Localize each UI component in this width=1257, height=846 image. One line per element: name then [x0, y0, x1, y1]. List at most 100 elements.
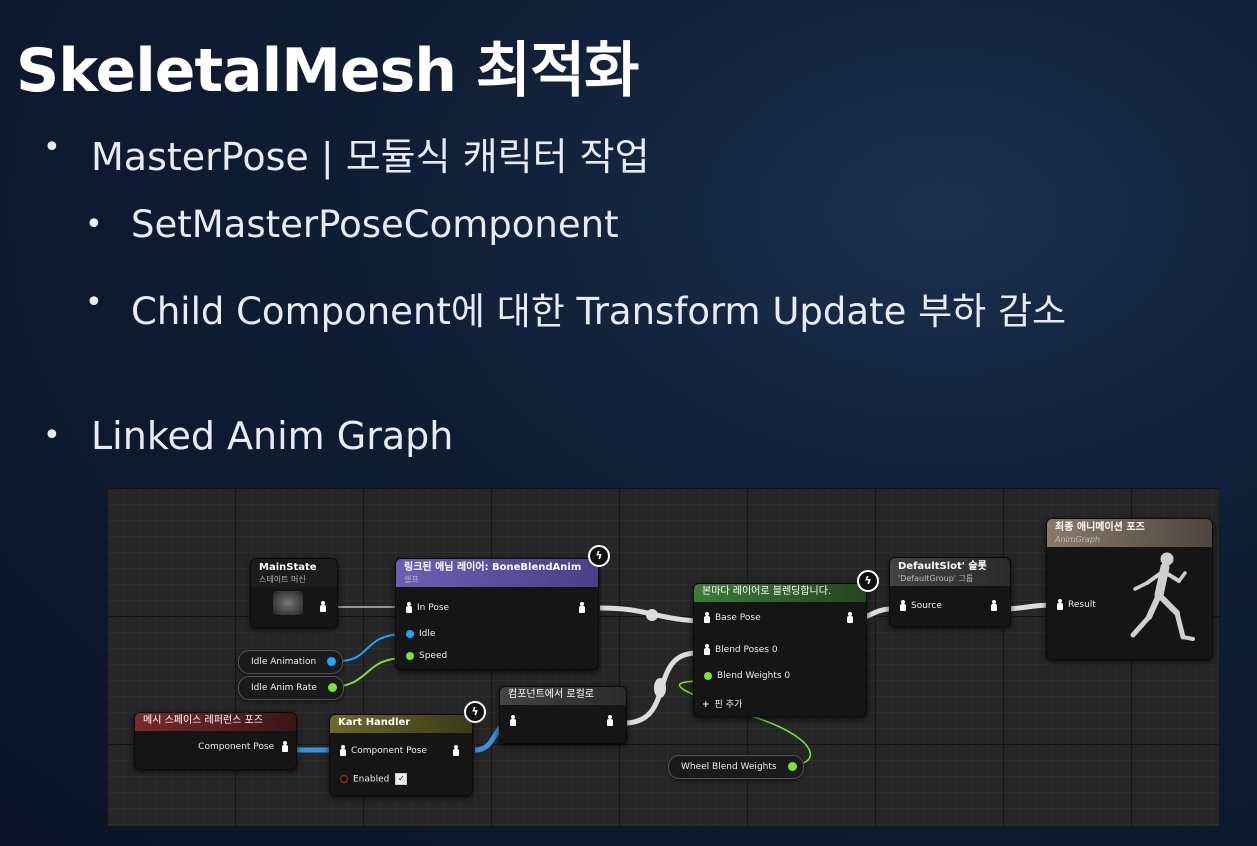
wire-wheel-blend: [679, 680, 812, 767]
pose-out-pin[interactable]: [847, 612, 858, 623]
blend-poses-pin[interactable]: Blend Poses 0: [704, 644, 778, 655]
object-pin-icon: [327, 657, 337, 666]
out-pose-pin[interactable]: [579, 602, 590, 613]
pose-icon: [1057, 599, 1063, 610]
component-to-local-node[interactable]: 컴포넌트에서 로컬로: [499, 686, 627, 744]
in-pose-pin[interactable]: In Pose: [406, 602, 449, 613]
pin-label: Blend Weights 0: [717, 671, 791, 681]
pose-icon: [991, 600, 997, 611]
wire-knot: [654, 678, 666, 698]
bullet-linked-anim-graph: • Linked Anim Graph: [43, 414, 454, 458]
default-slot-header: DefaultSlot' 슬롯 'DefaultGroup' 그룹: [890, 558, 1010, 586]
float-pin-icon: [704, 671, 712, 680]
default-slot-title: DefaultSlot' 슬롯: [898, 561, 987, 572]
pin-label: In Pose: [417, 603, 450, 613]
pin-label: Blend Poses 0: [715, 645, 778, 655]
pose-icon: [453, 745, 459, 756]
pose-icon: [579, 602, 585, 613]
layered-blend-title: 본마다 레이어로 블렌딩합니다.: [702, 586, 832, 597]
linked-layer-subtitle: 셀프: [404, 575, 419, 584]
bullet-text: Linked Anim Graph: [91, 414, 454, 458]
final-pose-subtitle: AnimGraph: [1055, 535, 1101, 544]
bullet-text: SetMasterPoseComponent: [131, 203, 619, 246]
wire-idle-animation: [338, 633, 406, 662]
kart-handler-title: Kart Handler: [338, 717, 411, 728]
enabled-checkbox[interactable]: ✓: [395, 773, 408, 785]
anim-graph-screenshot: MainState 스테이트 머신 링크된 애님 레이어: BoneBlendA…: [107, 488, 1219, 826]
pose-icon: [607, 715, 613, 726]
add-pin-button[interactable]: +핀 추가: [702, 697, 742, 710]
component-pose-in-pin[interactable]: [510, 715, 521, 726]
output-pose-pin[interactable]: [320, 601, 331, 612]
pose-icon: [282, 741, 288, 752]
speed-pin[interactable]: Speed: [406, 651, 447, 661]
bullet-set-master-pose: • SetMasterPoseComponent: [85, 203, 619, 246]
var-label: Idle Animation: [251, 657, 317, 667]
bool-pin-icon: [340, 775, 348, 783]
pose-icon: [900, 600, 906, 611]
component-to-local-title: 컴포넌트에서 로컬로: [508, 689, 594, 700]
base-pose-pin[interactable]: Base Pose: [704, 612, 761, 623]
pin-label: Component Pose: [351, 746, 427, 756]
component-pose-out-pin[interactable]: Component Pose: [198, 741, 288, 752]
pose-icon: [704, 612, 710, 623]
pin-label: 핀 추가: [714, 700, 743, 710]
pin-label: Base Pose: [715, 613, 761, 623]
pose-icon: [510, 715, 516, 726]
fast-path-icon: ϟ: [857, 570, 879, 592]
mesh-space-ref-node[interactable]: 메시 스페이스 레퍼런스 포즈 Component Pose: [134, 712, 297, 770]
var-label: Idle Anim Rate: [251, 683, 317, 693]
bullet-dot: •: [85, 207, 103, 242]
float-pin-icon: [327, 683, 337, 692]
result-pin[interactable]: Result: [1057, 599, 1096, 610]
slide-title: SkeletalMesh 최적화: [16, 36, 640, 106]
layered-blend-node[interactable]: 본마다 레이어로 블렌딩합니다. Base Pose Blend Poses 0…: [693, 583, 867, 717]
main-state-node[interactable]: MainState 스테이트 머신: [250, 558, 338, 628]
bullet-dot: •: [43, 418, 61, 453]
linked-layer-header: 링크된 애님 레이어: BoneBlendAnim 셀프: [396, 559, 598, 587]
bullet-child-component: • Child Component에 대한 Transform Update 부…: [85, 281, 1066, 335]
component-to-local-header: 컴포넌트에서 로컬로: [500, 687, 626, 705]
bullet-text: MasterPose | 모듈식 캐릭터 작업: [91, 135, 650, 179]
main-state-header: MainState 스테이트 머신: [251, 559, 337, 587]
final-pose-title: 최종 애니메이션 포즈: [1055, 522, 1145, 533]
source-pin[interactable]: Source: [900, 600, 942, 611]
pin-label: Enabled: [353, 774, 390, 785]
float-pin-icon: [787, 762, 797, 771]
bullet-dot: •: [43, 130, 61, 165]
kart-handler-node[interactable]: Kart Handler Component Pose Enabled ✓: [329, 714, 473, 796]
pose-icon: [847, 612, 853, 623]
idle-anim-rate-var[interactable]: Idle Anim Rate: [238, 676, 344, 700]
linked-layer-title: 링크된 애님 레이어: BoneBlendAnim: [404, 562, 582, 573]
main-state-subtitle: 스테이트 머신: [259, 575, 306, 584]
enabled-pin[interactable]: Enabled ✓: [340, 773, 408, 785]
local-pose-out-pin[interactable]: [607, 715, 618, 726]
fast-path-icon: ϟ: [464, 701, 486, 723]
mannequin-icon: [1130, 552, 1195, 641]
idle-animation-var[interactable]: Idle Animation: [238, 650, 344, 674]
default-slot-node[interactable]: DefaultSlot' 슬롯 'DefaultGroup' 그룹 Source: [889, 557, 1011, 627]
main-state-title: MainState: [259, 562, 317, 573]
mesh-space-ref-title: 메시 스페이스 레퍼런스 포즈: [143, 715, 263, 726]
pin-label: Component Pose: [198, 742, 275, 752]
linked-layer-node[interactable]: 링크된 애님 레이어: BoneBlendAnim 셀프 In Pose Idl…: [395, 558, 599, 670]
pin-label: Result: [1068, 600, 1096, 610]
component-pose-out-pin[interactable]: [453, 745, 464, 756]
blend-weights-pin[interactable]: Blend Weights 0: [704, 671, 790, 681]
wheel-blend-weights-var[interactable]: Wheel Blend Weights: [668, 755, 804, 779]
idle-pin[interactable]: Idle: [406, 629, 435, 639]
kart-handler-header: Kart Handler: [330, 715, 472, 733]
wire-knot: [646, 609, 658, 621]
pose-icon: [704, 644, 710, 655]
default-slot-subtitle: 'DefaultGroup' 그룹: [898, 574, 974, 583]
state-thumbnail: [273, 591, 303, 615]
bullet-master-pose: • MasterPose | 모듈식 캐릭터 작업: [43, 126, 650, 181]
layered-blend-header: 본마다 레이어로 블렌딩합니다.: [694, 584, 866, 602]
pose-icon: [406, 602, 412, 613]
var-label: Wheel Blend Weights: [681, 762, 777, 772]
final-pose-node[interactable]: 최종 애니메이션 포즈 AnimGraph Result: [1046, 518, 1213, 660]
component-pose-in-pin[interactable]: Component Pose: [340, 745, 427, 756]
slot-out-pin[interactable]: [991, 600, 1002, 611]
bullet-dot: •: [85, 285, 103, 320]
pin-label: Speed: [419, 651, 448, 661]
